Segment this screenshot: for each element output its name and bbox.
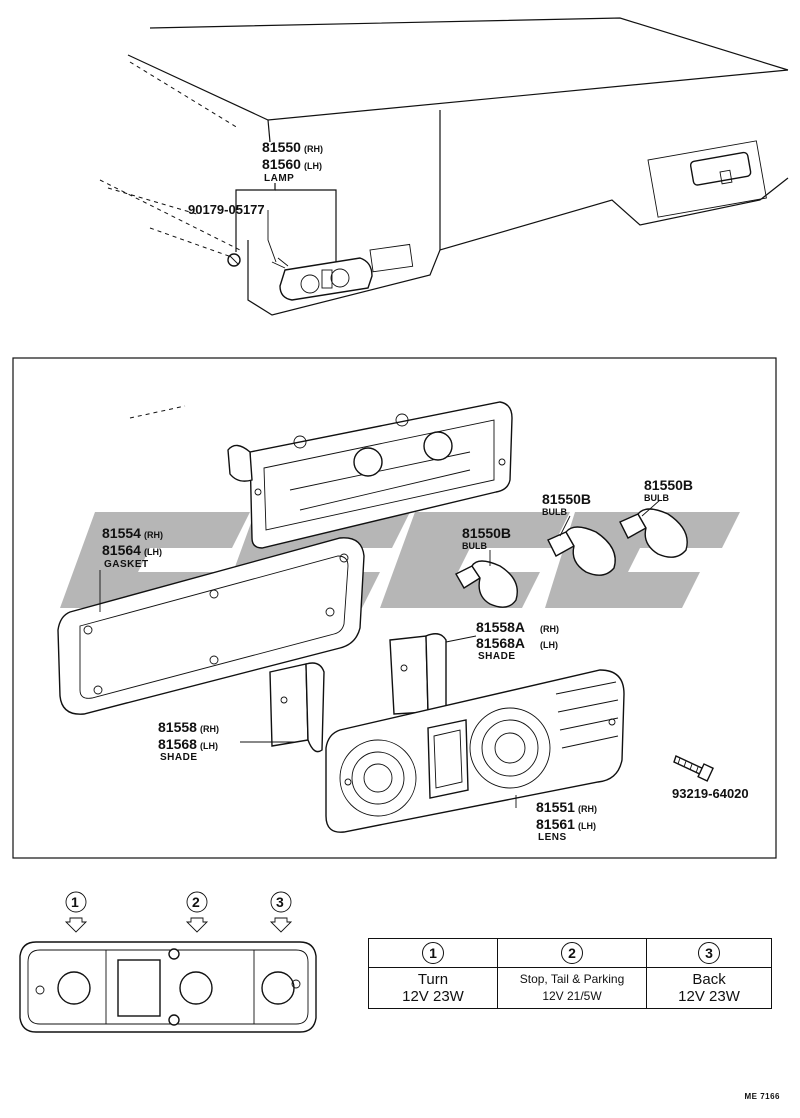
- bulb-table-header-2: 2: [496, 938, 648, 968]
- shade-lh-number: 81568: [158, 736, 197, 752]
- shade-a-rh-side: (RH): [540, 624, 559, 634]
- reference-code: ME 7166: [744, 1092, 780, 1101]
- shade-name: SHADE: [160, 752, 198, 763]
- screw-number: 93219-64020: [672, 786, 749, 801]
- lamp-rh-number: 81550: [262, 139, 301, 155]
- lamp-housing: [227, 401, 513, 549]
- bulb1-name: BULB: [462, 541, 487, 551]
- gasket-lh-number: 81564: [102, 542, 141, 558]
- gasket: [57, 537, 365, 715]
- lamp-assembly-top: [271, 257, 373, 301]
- bulb-3: [619, 508, 688, 558]
- shade-a-lh-number: 81568A: [476, 635, 525, 651]
- gasket-rh-side: (RH): [144, 530, 163, 540]
- exploded-view-frame: [12, 357, 777, 859]
- gasket-rh-number: 81554: [102, 525, 141, 541]
- position-3-number: 3: [276, 894, 284, 910]
- housing-leader: [129, 405, 186, 419]
- shade-a-lh-side: (LH): [540, 640, 558, 650]
- lamp-lh-number: 81560: [262, 156, 301, 172]
- bulb-table-header-1: 1: [368, 938, 498, 968]
- bulb-spec-2: 12V 21/5W: [542, 989, 602, 1003]
- lens: [325, 669, 625, 833]
- shade-a-rh-number: 81558A: [476, 619, 525, 635]
- bulb2-number: 81550B: [542, 491, 591, 507]
- position-1-number: 1: [71, 894, 79, 910]
- bulb-table-num-2: 2: [561, 942, 583, 964]
- bulb2-name: BULB: [542, 507, 567, 517]
- lens-name: LENS: [538, 832, 567, 843]
- vehicle-body: [99, 17, 789, 316]
- bulb-1: [455, 560, 518, 608]
- lamp-front-view: [19, 941, 317, 1033]
- bulb-function-3: Back: [692, 971, 726, 988]
- bulb-table-header-row: 1 2 3: [368, 938, 772, 968]
- shade-lh-side: (LH): [200, 741, 218, 751]
- top-leader-lines: [235, 183, 337, 263]
- lens-lh-side: (LH): [578, 821, 596, 831]
- gasket-name: GASKET: [104, 559, 149, 570]
- bulb-table-num-1: 1: [421, 942, 444, 964]
- bulb-function-1: Turn: [417, 971, 449, 988]
- bulb-table-cell-2: Stop, Tail & Parking 12V 21/5W: [496, 967, 648, 1009]
- bulb-table-cell-1: Turn 12V 23W: [368, 967, 498, 1009]
- lens-screw: [673, 755, 714, 782]
- bulb-function-2: Stop, Tail & Parking: [519, 972, 625, 986]
- shade-a-leader: [445, 635, 477, 643]
- bulb-spec-table: 1 2 3 Turn 12V 23W Stop, Tail & Parking …: [368, 938, 772, 1009]
- bulb-spec-1: 12V 23W: [402, 988, 464, 1005]
- lamp-rh-side: (RH): [304, 144, 323, 154]
- shade-rh-number: 81558: [158, 719, 197, 735]
- bulb-leaders: [489, 499, 661, 566]
- bulb-table-num-3: 3: [698, 942, 721, 964]
- bulb-table-header-3: 3: [646, 938, 772, 968]
- shade: [269, 662, 325, 753]
- shade-rh-side: (RH): [200, 724, 219, 734]
- lamp-lh-side: (LH): [304, 161, 322, 171]
- gasket-lh-side: (LH): [144, 547, 162, 557]
- position-2-number: 2: [192, 894, 200, 910]
- screw-top-number: 90179-05177: [188, 202, 265, 217]
- bulb-spec-3: 12V 23W: [678, 988, 740, 1005]
- bulb-table-cell-3: Back 12V 23W: [646, 967, 772, 1009]
- bulb-table-body-row: Turn 12V 23W Stop, Tail & Parking 12V 21…: [368, 967, 772, 1009]
- shade-a-name: SHADE: [478, 651, 516, 662]
- lens-rh-number: 81551: [536, 799, 575, 815]
- bulb3-name: BULB: [644, 493, 669, 503]
- lamp-name: LAMP: [264, 173, 294, 184]
- bulb-2: [547, 526, 616, 576]
- lens-rh-side: (RH): [578, 804, 597, 814]
- bulb3-number: 81550B: [644, 477, 693, 493]
- bulb1-number: 81550B: [462, 525, 511, 541]
- lens-lh-number: 81561: [536, 816, 575, 832]
- position-markers: 1 2 3: [64, 891, 293, 933]
- screw-top: [227, 253, 241, 267]
